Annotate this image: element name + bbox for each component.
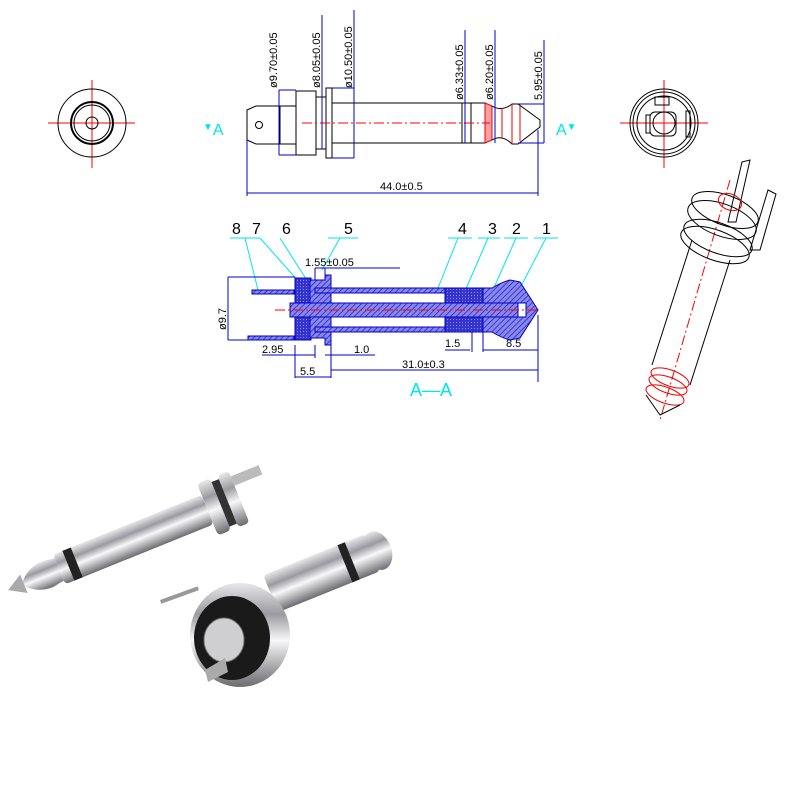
dim-d1: ø9.70±0.05 bbox=[268, 32, 280, 88]
section-title: A—A bbox=[410, 380, 452, 400]
end-view-left bbox=[48, 80, 135, 168]
dim-flange: 1.55±0.05 bbox=[305, 257, 354, 269]
dim-d6: 5.95±0.05 bbox=[533, 51, 545, 100]
dim-diameter: ø9.7 bbox=[217, 308, 229, 330]
svg-text:8: 8 bbox=[232, 221, 241, 238]
section-marker-left: ▼A bbox=[203, 122, 224, 139]
dim-10: 1.0 bbox=[354, 344, 369, 356]
dim-d3: ø10.50±0.05 bbox=[343, 26, 355, 88]
dim-d2: ø8.05±0.05 bbox=[311, 32, 323, 88]
section-marker-right: A▼ bbox=[556, 122, 577, 139]
dim-d4: ø6.33±0.05 bbox=[454, 44, 466, 100]
dim-85: 8.5 bbox=[506, 338, 521, 350]
svg-text:2: 2 bbox=[512, 221, 521, 238]
svg-text:6: 6 bbox=[282, 221, 291, 238]
svg-text:5: 5 bbox=[344, 221, 353, 238]
front-view-drawing: ø9.70±0.05 ø8.05±0.05 ø10.50±0.05 ø6.33±… bbox=[246, 10, 545, 196]
dim-15: 1.5 bbox=[445, 338, 460, 350]
svg-text:1: 1 bbox=[542, 221, 551, 238]
svg-text:7: 7 bbox=[252, 221, 261, 238]
svg-text:3: 3 bbox=[488, 221, 497, 238]
dim-d5: ø6.20±0.05 bbox=[484, 44, 496, 100]
svg-text:4: 4 bbox=[458, 221, 467, 238]
dim-55: 5.5 bbox=[300, 366, 315, 378]
dim-310: 31.0±0.3 bbox=[402, 359, 445, 371]
dim-295: 2.95 bbox=[262, 344, 283, 356]
section-view: 8 7 6 5 4 3 2 1 1.55±0.05 ø9.7 2.95 1.0 … bbox=[217, 221, 558, 400]
product-photo bbox=[8, 465, 393, 687]
part-numbers: 8 7 6 5 4 3 2 1 bbox=[232, 221, 551, 238]
end-view-right bbox=[620, 80, 708, 168]
isometric-view bbox=[645, 159, 777, 420]
dim-length: 44.0±0.5 bbox=[380, 181, 423, 193]
